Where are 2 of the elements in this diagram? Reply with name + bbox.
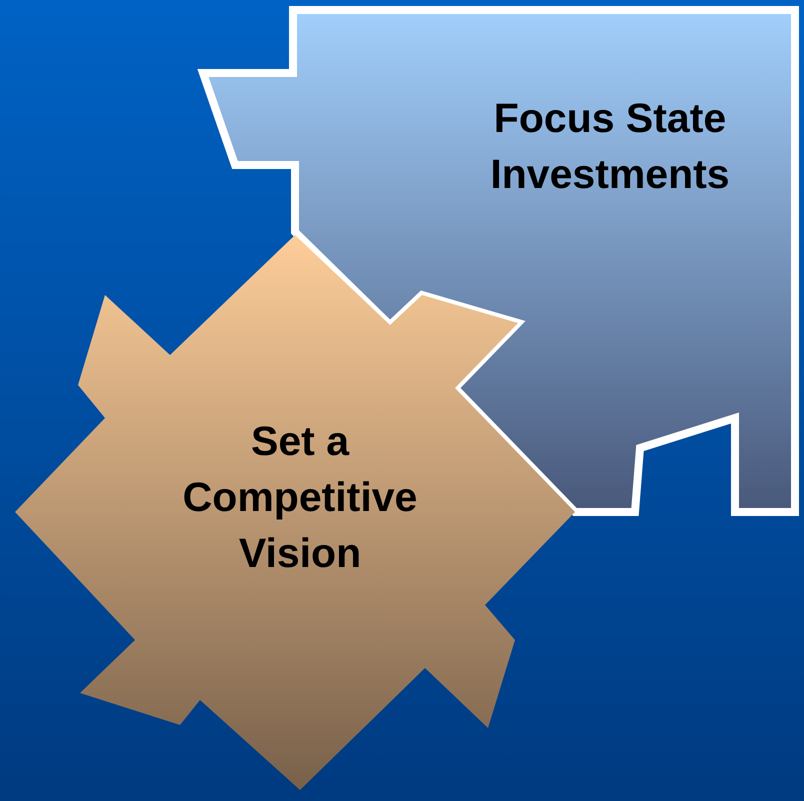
node-label: Set a Competitive Vision <box>182 417 418 578</box>
node-label: Focus State Investments <box>489 94 731 199</box>
